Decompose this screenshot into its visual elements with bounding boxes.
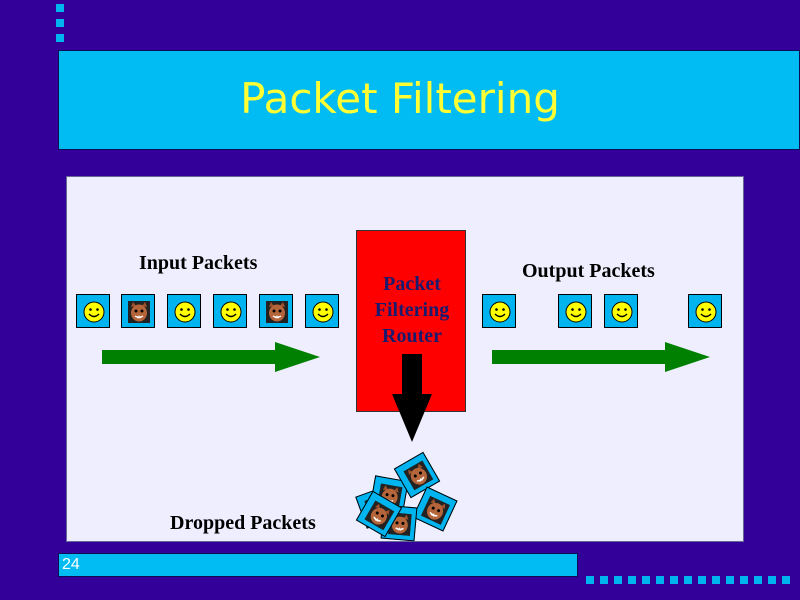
slide-title: Packet Filtering: [240, 74, 560, 123]
good-packet: [482, 294, 516, 328]
bad-packet: [355, 490, 403, 538]
bad-packet: [393, 451, 441, 499]
good-packet: [604, 294, 638, 328]
output-packets-label: Output Packets: [522, 260, 655, 282]
bad-packet: [412, 486, 458, 532]
title-bar: [58, 50, 800, 150]
drop-arrow: [392, 354, 432, 442]
router-label: Packet Filtering Router: [374, 273, 450, 347]
good-packet: [558, 294, 592, 328]
footer-bar: [58, 553, 578, 577]
good-packet: [213, 294, 247, 328]
dropped-packets-label: Dropped Packets: [170, 512, 316, 534]
decorative-dots-top-left: [56, 4, 66, 49]
page-number: 24: [62, 556, 80, 573]
good-packet: [76, 294, 110, 328]
good-packet: [305, 294, 339, 328]
input-flow-arrow: [102, 342, 320, 372]
decorative-dots-bottom-right: [586, 569, 796, 588]
good-packet: [688, 294, 722, 328]
bad-packet: [121, 294, 155, 328]
bad-packet: [259, 294, 293, 328]
good-packet: [167, 294, 201, 328]
input-packets-label: Input Packets: [139, 252, 258, 274]
output-flow-arrow: [492, 342, 710, 372]
